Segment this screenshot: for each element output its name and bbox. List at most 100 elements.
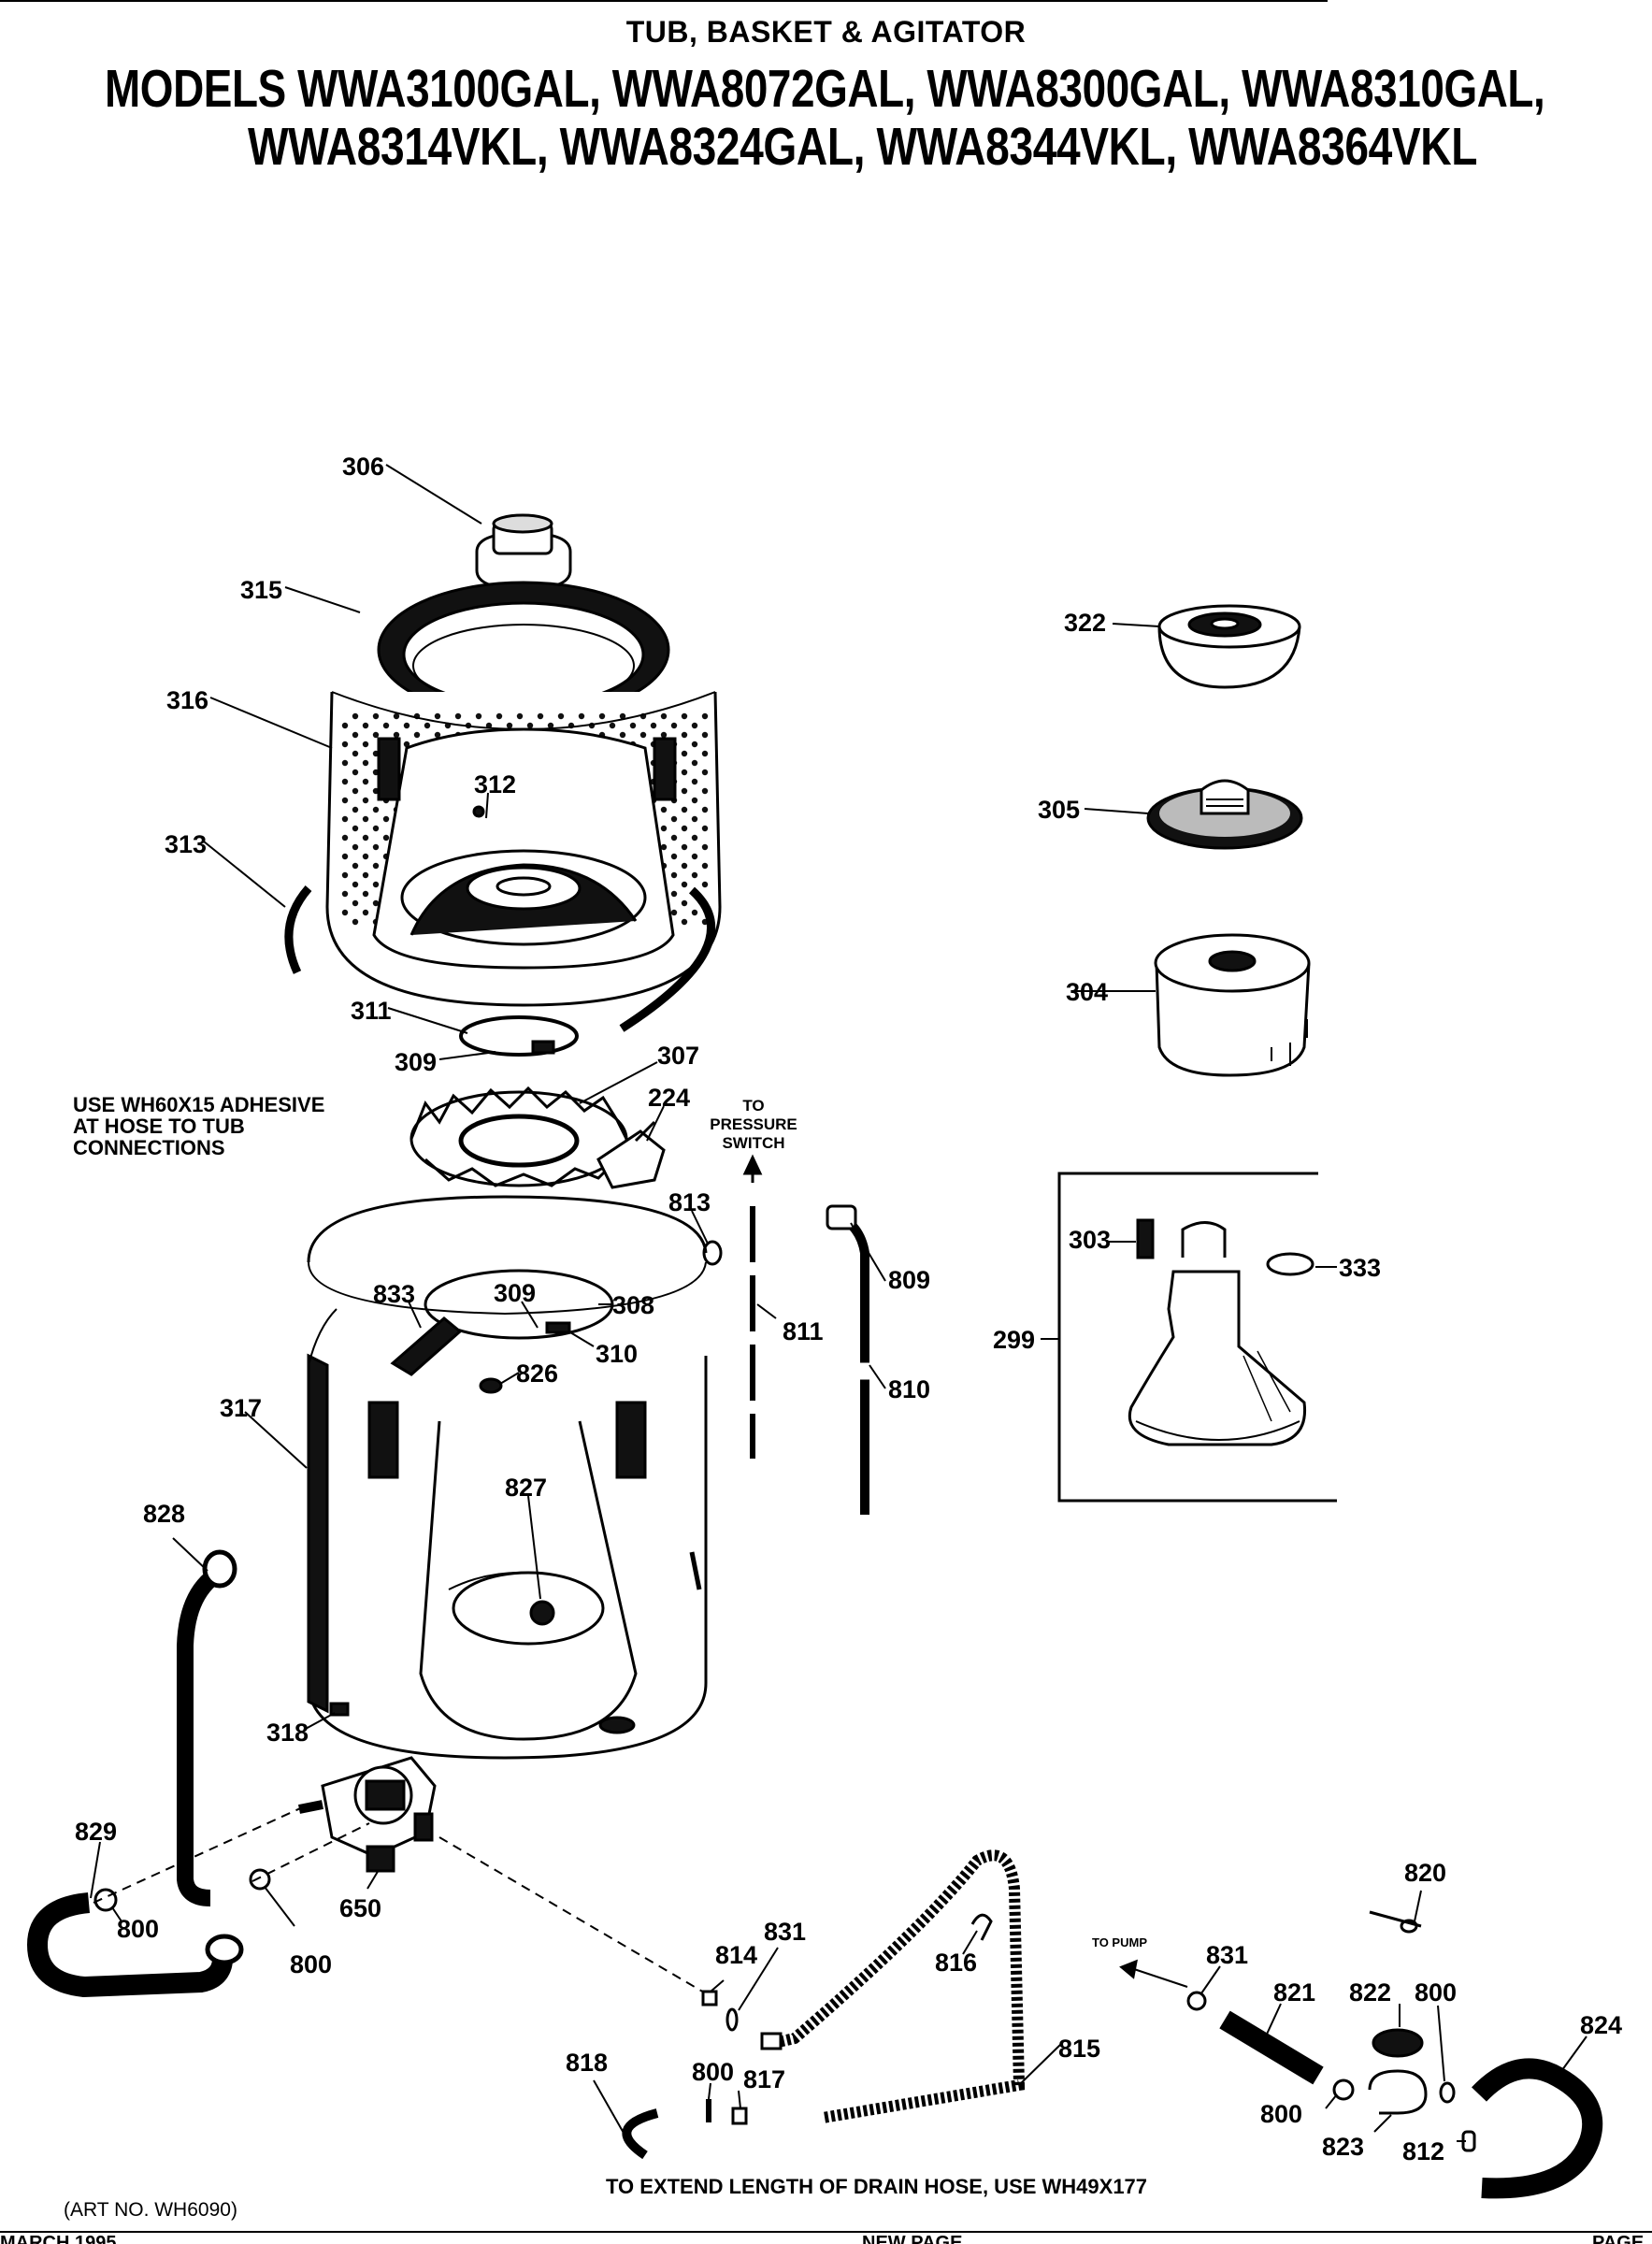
clamp-831-b	[1186, 1991, 1207, 2011]
balance-ring-part	[377, 581, 670, 719]
adhesive-note-line-2: AT HOSE TO TUB	[73, 1115, 245, 1138]
nut-part	[479, 1377, 503, 1394]
check-valve-823	[1368, 2069, 1428, 2115]
callout-823: 823	[1322, 2133, 1364, 2161]
tub-cover-gasket-right	[619, 886, 716, 1032]
callout-833: 833	[373, 1280, 415, 1308]
callout-313: 313	[165, 830, 207, 858]
callout-821: 821	[1273, 1978, 1315, 2007]
callout-809: 809	[888, 1266, 930, 1294]
extend-hose-note: TO EXTEND LENGTH OF DRAIN HOSE, USE WH49…	[606, 2175, 1148, 2198]
callout-800-a: 800	[117, 1915, 159, 1943]
footer-page-cut: PAGE	[1592, 2234, 1645, 2244]
callout-831-a: 831	[764, 1918, 806, 1946]
callout-800-b: 800	[290, 1950, 332, 1978]
drain-hose-part	[26, 1892, 234, 1998]
tub-hose-end	[202, 1549, 237, 1589]
outlet-hose-824	[1472, 2058, 1603, 2199]
tub-hose-part	[177, 1563, 227, 1906]
grommet-part	[702, 1240, 723, 1266]
pump-hose-821	[1219, 2010, 1324, 2085]
callout-315: 315	[240, 576, 282, 604]
models-line-2: WWA8314VKL, WWA8324GAL, WWA8344VKL, WWA8…	[248, 117, 1478, 177]
valve-cap-822	[1372, 2028, 1424, 2058]
models-line-1: MODELS WWA3100GAL, WWA8072GAL, WWA8300GA…	[105, 59, 1545, 119]
callout-310: 310	[596, 1340, 638, 1368]
hose-clamp-ring-b	[249, 1868, 271, 1891]
callout-224: 224	[648, 1084, 690, 1112]
footer-date-cut: MARCH 1995	[0, 2234, 117, 2244]
dashed-link-c	[438, 1836, 711, 1997]
callout-299: 299	[993, 1326, 1035, 1354]
callout-817: 817	[743, 2065, 785, 2093]
callout-810: 810	[888, 1375, 930, 1403]
drain-hose-end	[205, 1934, 244, 1965]
dashed-link-b	[251, 1822, 370, 1882]
wash-basket-part	[325, 691, 722, 1007]
callout-827: 827	[505, 1474, 547, 1502]
callout-305: 305	[1038, 796, 1080, 824]
basket-hub-nut-part	[475, 513, 572, 591]
clamp-ring-part	[459, 1015, 579, 1057]
callout-800-c: 800	[692, 2058, 734, 2086]
clamp-831-a	[725, 2007, 739, 2032]
callout-306: 306	[342, 453, 384, 481]
callout-816: 816	[935, 1949, 977, 1977]
leader-lines	[90, 464, 1587, 2142]
pressure-arrow-head	[742, 1154, 763, 1175]
drain-pump-part	[298, 1756, 437, 1873]
outer-tub-part	[307, 1195, 708, 1760]
callout-829: 829	[75, 1818, 117, 1846]
bracket-part	[596, 1129, 666, 1189]
callout-814: 814	[715, 1941, 757, 1969]
callout-311: 311	[351, 997, 392, 1025]
callout-650: 650	[339, 1894, 381, 1922]
callout-309-lower: 309	[494, 1279, 536, 1307]
agitator-part	[1128, 1218, 1314, 1446]
callout-815: 815	[1058, 2035, 1100, 2063]
callout-labels: 306 315 316 312 313 311 309 307 224 813 …	[75, 453, 1622, 2165]
hose-clip-816	[970, 1913, 993, 1941]
callout-800-e: 800	[1260, 2100, 1302, 2128]
adhesive-note: USE WH60X15 ADHESIVE AT HOSE TO TUB CONN…	[73, 1094, 324, 1158]
tie-strap-820	[1369, 1910, 1422, 1928]
to-pump-arrow-head	[1119, 1959, 1138, 1979]
tie-strap-820-loop	[1400, 1919, 1418, 1934]
hose-guide-818	[622, 2108, 659, 2160]
callout-818: 818	[566, 2049, 608, 2077]
callout-307: 307	[657, 1042, 699, 1070]
callout-820: 820	[1404, 1859, 1446, 1887]
to-pressure-label-2: PRESSURE	[710, 1115, 797, 1133]
header-rule	[0, 0, 1328, 2]
callout-831-b: 831	[1206, 1941, 1248, 1969]
air-dome-part	[826, 1204, 857, 1230]
callout-303: 303	[1069, 1226, 1111, 1254]
bracket-tab	[634, 1120, 656, 1143]
adhesive-note-line-3: CONNECTIONS	[73, 1136, 225, 1159]
callout-312: 312	[474, 770, 516, 798]
diagram-subtitle: TUB, BASKET & AGITATOR	[625, 15, 1027, 49]
extension-drain-hose	[772, 1849, 1026, 2123]
callout-318: 318	[266, 1719, 309, 1747]
air-dome-tube-part	[834, 1211, 869, 1515]
dispenser-cap-part	[1146, 779, 1303, 850]
to-pump-arrow-shaft	[1130, 1967, 1188, 1988]
callout-308: 308	[612, 1291, 654, 1319]
callout-322: 322	[1064, 609, 1106, 637]
to-pressure-label-3: SWITCH	[722, 1134, 784, 1152]
auger-top-part	[1154, 933, 1311, 1077]
tub-cover-gasket-left	[284, 885, 312, 974]
extension-hose-coupler	[760, 2032, 783, 2050]
agitator-cap-part	[1157, 604, 1301, 689]
clamp-800-right	[1332, 2079, 1355, 2101]
footer-new-page-cut: NEW PAGE	[862, 2234, 963, 2244]
callout-316: 316	[166, 686, 208, 714]
to-pump-label: TO PUMP	[1092, 1935, 1147, 1949]
to-pressure-label-1: TO	[742, 1097, 764, 1115]
hose-coupling-part	[701, 1990, 718, 2007]
callout-826: 826	[516, 1359, 558, 1388]
splash-seal-part	[409, 1086, 628, 1187]
callout-333: 333	[1339, 1254, 1381, 1282]
clamp-800-valve	[1439, 2081, 1456, 2104]
footer-rule	[0, 2231, 1652, 2233]
